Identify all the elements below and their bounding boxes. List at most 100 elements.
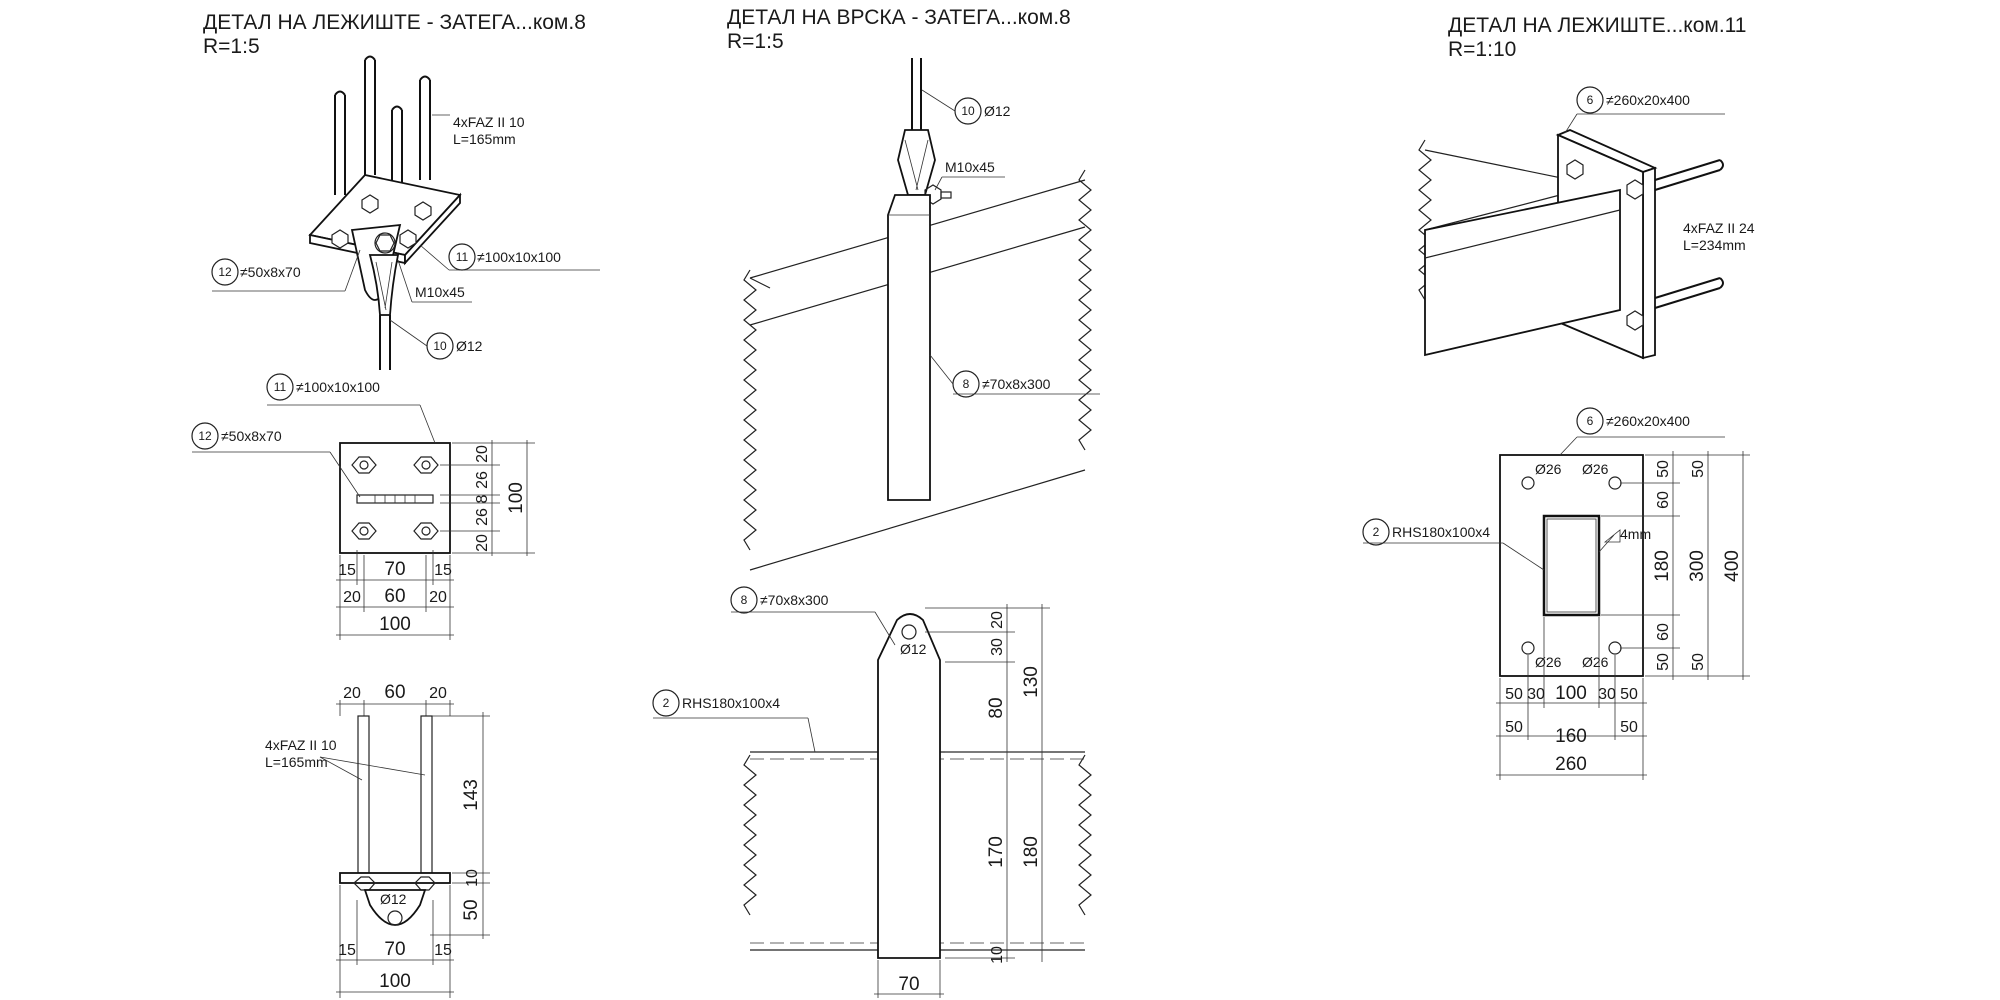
rplan-callout-2-text: RHS180x100x4 — [1392, 524, 1490, 540]
callout-11-text: ≠100x10x100 — [477, 249, 561, 265]
right-iso-detail: 6 ≠260x20x400 4xFAZ II 24 L=234mm — [1418, 86, 1755, 360]
title-middle: ДЕТАЛ НА ВРСКА - ЗАТЕГА...ком.8 R=1:5 — [727, 6, 1071, 54]
middle-iso-detail: 10 Ø12 M10x45 8 ≠70x8x300 — [743, 58, 1100, 571]
elev-top-dim-2: 60 — [384, 682, 405, 703]
hole-label-4: Ø26 — [1582, 654, 1609, 670]
hole-label-2: Ø26 — [1582, 461, 1609, 477]
mid-elev-callout-8-text: ≠70x8x300 — [760, 592, 829, 608]
bolt-label: M10x45 — [415, 284, 465, 300]
rplan-callout-6-text: ≠260x20x400 — [1606, 413, 1690, 429]
weld-label: 4mm — [1620, 526, 1651, 542]
right-plan-detail: Ø26 Ø26 Ø26 Ø26 6 ≠260x20x400 2 RHS180x1… — [1362, 407, 1750, 780]
mid-elev-callout-8-num: 8 — [741, 593, 748, 607]
plan-nuts — [351, 456, 439, 540]
rplan-vdim-3: 180 — [1652, 550, 1673, 582]
elev-rod-left — [357, 715, 370, 874]
mid-elev-callout-2-text: RHS180x100x4 — [682, 695, 780, 711]
anchor-label: 4xFAZ II 10 — [453, 114, 525, 130]
anchor-rods — [334, 55, 431, 200]
mid-vdim-outer-2: 180 — [1021, 836, 1042, 868]
mid-elev-break-right — [1078, 754, 1092, 916]
right-anchor-rods — [1654, 159, 1724, 309]
rplan-hdim-total: 260 — [1555, 754, 1587, 775]
elev-top-dim-1: 20 — [343, 685, 361, 702]
mid-vdim-outer-1: 130 — [1021, 666, 1042, 698]
rplan-hdim-6: 50 — [1505, 719, 1523, 736]
rplan-callout-2-num: 2 — [1373, 525, 1380, 539]
mid-plate-8 — [887, 194, 931, 501]
elev-anchor-length: L=165mm — [265, 754, 328, 770]
plan-hdim-4: 20 — [343, 589, 361, 606]
left-elevation-detail: 20 60 20 Ø12 4xFAZ II 10 L=165mm 143 10 … — [265, 682, 490, 998]
title-middle-scale: R=1:5 — [727, 30, 784, 53]
callout-10-text: Ø12 — [456, 338, 483, 354]
plan-hdim-6: 20 — [429, 589, 447, 606]
plan-vdim-1: 20 — [474, 445, 491, 463]
plan-hdim-3: 15 — [434, 562, 452, 579]
mid-callout-8-text: ≠70x8x300 — [982, 376, 1051, 392]
right-anchor-length: L=234mm — [1683, 237, 1746, 253]
anchor-length-label: L=165mm — [453, 131, 516, 147]
elev-hdim-2: 70 — [384, 939, 405, 960]
rplan-vdim-mid-2: 300 — [1687, 550, 1708, 582]
plan-hdim-2: 70 — [384, 559, 405, 580]
title-left: ДЕТАЛ НА ЛЕЖИШТЕ - ЗАТЕГА...ком.8 R=1:5 — [203, 11, 586, 59]
elev-hdim-3: 15 — [434, 942, 452, 959]
rplan-vdim-4: 60 — [1655, 623, 1672, 641]
mid-tie-rod-10 — [911, 58, 922, 130]
mid-elev-plate-8 — [877, 613, 941, 959]
hole-label-1: Ø26 — [1535, 461, 1562, 477]
plan-callout-12-num: 12 — [198, 429, 212, 443]
rplan-vdim-mid-1: 50 — [1690, 460, 1707, 478]
rplan-hdim-3: 100 — [1555, 683, 1587, 704]
plan-vdim-total: 100 — [506, 482, 527, 514]
break-line-right — [1078, 169, 1092, 451]
right-plate-nuts — [1566, 159, 1644, 331]
rplan-vdim-1: 50 — [1655, 460, 1672, 478]
rplan-hdim-1: 50 — [1505, 686, 1523, 703]
plan-vdim-4: 26 — [474, 508, 491, 526]
rplan-vdim-total: 400 — [1722, 550, 1743, 582]
rplan-hdim-2: 30 — [1527, 686, 1545, 703]
mid-elev-break-left — [743, 754, 757, 916]
right-anchor-label: 4xFAZ II 24 — [1683, 220, 1755, 236]
callout-12-circle — [211, 258, 239, 286]
elev-rod-right — [420, 715, 433, 874]
mid-vdim-4: 170 — [986, 836, 1007, 868]
title-right-line1: ДЕТАЛ НА ЛЕЖИШТЕ...ком.11 — [1448, 14, 1747, 37]
elev-vdim-1: 143 — [461, 779, 482, 811]
elev-hdim-total: 100 — [379, 971, 411, 992]
right-callout-6-num: 6 — [1587, 93, 1594, 107]
break-line-left — [743, 269, 757, 551]
elev-plate — [339, 872, 451, 884]
rplan-hdim-7: 160 — [1555, 726, 1587, 747]
callout-12-text: ≠50x8x70 — [240, 264, 301, 280]
plan-hdim-1: 15 — [338, 562, 356, 579]
elev-top-dim-3: 20 — [429, 685, 447, 702]
mid-vdim-2: 30 — [989, 638, 1006, 656]
callout-12-num: 12 — [218, 265, 232, 279]
middle-elevation-detail: Ø12 8 ≠70x8x300 2 RHS180x100x4 20 30 80 … — [652, 586, 1092, 998]
plate-nuts — [331, 194, 432, 249]
mid-elev-hole: Ø12 — [900, 641, 927, 657]
rhs-section — [1542, 514, 1601, 617]
mid-bolt-label: M10x45 — [945, 159, 995, 175]
mid-vdim-3: 80 — [986, 697, 1007, 718]
mid-elev-callout-2-num: 2 — [663, 696, 670, 710]
plan-hdim-5: 60 — [384, 586, 405, 607]
right-callout-6-text: ≠260x20x400 — [1606, 92, 1690, 108]
elev-hdim-1: 15 — [338, 942, 356, 959]
elev-vdim-3: 50 — [461, 899, 482, 920]
rplan-vdim-5: 50 — [1655, 653, 1672, 671]
rplan-callout-6-num: 6 — [1587, 414, 1594, 428]
left-plan-detail: 11 ≠100x10x100 12 ≠50x8x70 20 26 8 26 20… — [191, 373, 535, 640]
rplan-vdim-2: 60 — [1655, 491, 1672, 509]
elev-hole-label: Ø12 — [380, 891, 407, 907]
mid-callout-10-num: 10 — [961, 104, 975, 118]
title-left-scale: R=1:5 — [203, 35, 260, 58]
title-middle-line1: ДЕТАЛ НА ВРСКА - ЗАТЕГА...ком.8 — [727, 6, 1071, 29]
left-iso-detail: 4xFAZ II 10 L=165mm 12 ≠50x8x70 11 ≠100x… — [211, 55, 600, 370]
plan-hdim-total: 100 — [379, 614, 411, 635]
elev-anchor-label: 4xFAZ II 10 — [265, 737, 337, 753]
